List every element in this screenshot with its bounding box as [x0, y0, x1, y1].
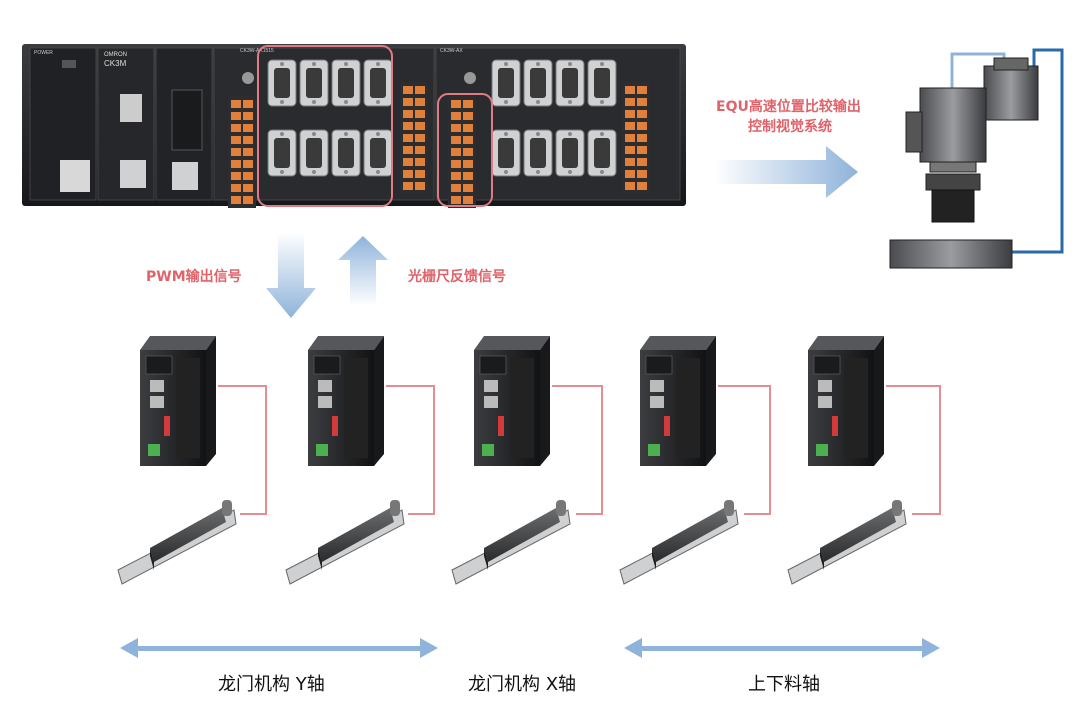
- plc-module-text: CK3W-AX1515: [240, 48, 274, 54]
- servo-drive: [807, 335, 885, 467]
- plc-module2-text: CK3W-AX: [440, 48, 463, 54]
- servo-drive: [307, 335, 385, 467]
- servo-drive: [639, 335, 717, 467]
- linear-encoder: [451, 499, 571, 585]
- plc-brand-text: OMRON: [104, 52, 127, 58]
- dsub-highlight-box: [257, 45, 393, 207]
- equ-label-line1: EQU高速位置比较输出: [716, 99, 861, 115]
- equ-label-line2: 控制视觉系统: [748, 119, 832, 135]
- servo-drive: [139, 335, 217, 467]
- linear-encoder: [619, 499, 739, 585]
- linear-encoder: [285, 499, 405, 585]
- plc-model-text: CK3M: [104, 59, 127, 68]
- axis-label-gantry-y: 龙门机构 Y轴: [218, 674, 325, 695]
- linear-encoder: [787, 499, 907, 585]
- grating-label: 光栅尺反馈信号: [408, 269, 506, 285]
- grating-up-arrow: [338, 236, 388, 306]
- axis-span-arrow: [120, 638, 438, 658]
- pwm-down-arrow: [266, 232, 316, 318]
- encoder-wiring: [218, 385, 941, 515]
- axis-span-arrow: [624, 638, 940, 658]
- camera-system: [889, 48, 1064, 269]
- plc-power-text: POWER: [34, 50, 53, 56]
- equ-right-arrow: [714, 146, 858, 198]
- pwm-label: PWM输出信号: [146, 269, 242, 285]
- servo-drive: [473, 335, 551, 467]
- linear-encoder: [117, 499, 237, 585]
- terminal-highlight-box: [437, 93, 493, 207]
- axis-label-loading: 上下料轴: [748, 674, 820, 695]
- axis-label-gantry-x: 龙门机构 X轴: [468, 674, 577, 695]
- plc-controller: OMRON CK3M POWER CK3W-AX1515 CK3W-AX: [22, 44, 686, 208]
